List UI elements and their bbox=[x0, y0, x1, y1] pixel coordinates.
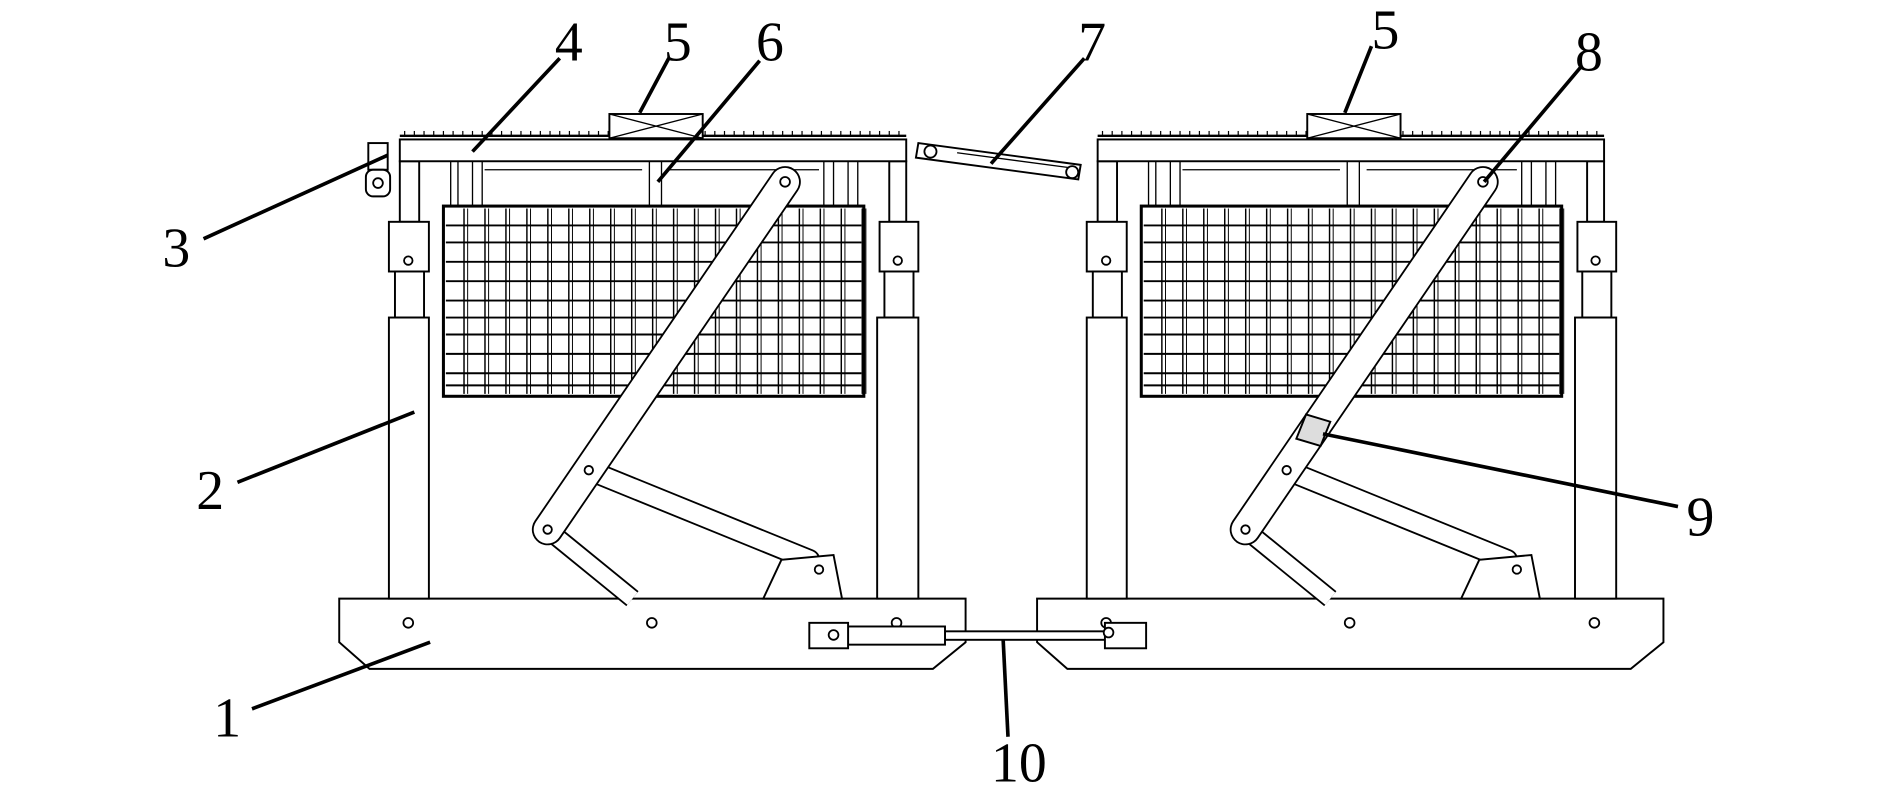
label-5-right: 5 bbox=[1371, 0, 1399, 62]
left-support-unit bbox=[339, 114, 965, 669]
label-10: 10 bbox=[991, 733, 1047, 795]
label-5-left: 5 bbox=[664, 12, 692, 74]
label-2: 2 bbox=[196, 460, 224, 522]
hook-part-3 bbox=[364, 142, 392, 198]
label-7: 7 bbox=[1078, 12, 1106, 74]
label-6: 6 bbox=[756, 12, 784, 74]
bottom-cylinder-10 bbox=[808, 621, 1148, 650]
right-support-unit bbox=[1037, 114, 1663, 669]
label-4: 4 bbox=[555, 12, 583, 74]
label-9: 9 bbox=[1686, 487, 1714, 549]
callouts: 1 2 3 4 5 6 7 5 8 9 10 bbox=[162, 0, 1714, 795]
block-part-9 bbox=[1295, 413, 1332, 448]
label-3: 3 bbox=[162, 218, 190, 280]
top-cylinder-7 bbox=[914, 141, 1082, 181]
label-1: 1 bbox=[213, 688, 241, 750]
label-8: 8 bbox=[1575, 21, 1603, 83]
